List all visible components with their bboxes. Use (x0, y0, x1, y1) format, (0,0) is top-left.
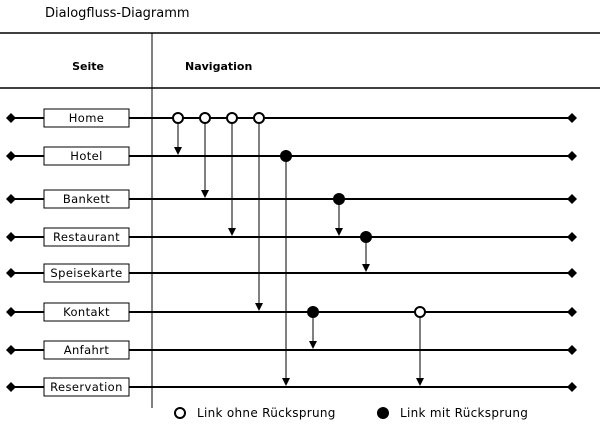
row-start-diamond-icon (6, 345, 16, 355)
row-end-diamond-icon (567, 307, 577, 317)
link-home-to-kontakt-open-circle-icon (253, 112, 265, 124)
page-rows: HomeHotelBankettRestaurantSpeisekarteKon… (6, 108, 577, 397)
link-home-to-bankett-open-circle-icon (199, 112, 211, 124)
row-end-diamond-icon (567, 345, 577, 355)
row-end-diamond-icon (567, 151, 577, 161)
page-box-bankett (43, 189, 130, 209)
row-start-diamond-icon (6, 194, 16, 204)
page-label-kontakt: Kontakt (63, 305, 110, 319)
row-start-diamond-icon (6, 113, 16, 123)
page-box-kontakt (43, 302, 130, 322)
header-page: Seite (72, 60, 104, 73)
page-label-home: Home (69, 111, 105, 125)
row-start-diamond-icon (6, 151, 16, 161)
page-box-reservation (43, 377, 130, 397)
page-label-hotel: Hotel (70, 149, 102, 163)
link-kontakt-to-anfahrt-filled-circle-icon (307, 306, 319, 318)
diagram-title: Dialogfluss-Diagramm (45, 6, 190, 21)
row-end-diamond-icon (567, 194, 577, 204)
row-start-diamond-icon (6, 307, 16, 317)
page-box-home (43, 108, 130, 128)
page-box-restaurant (43, 227, 130, 247)
row-end-diamond-icon (567, 232, 577, 242)
row-end-diamond-icon (567, 113, 577, 123)
page-label-bankett: Bankett (63, 192, 110, 206)
row-start-diamond-icon (6, 232, 16, 242)
link-home-to-restaurant-open-circle-icon (226, 112, 238, 124)
row-start-diamond-icon (6, 382, 16, 392)
row-start-diamond-icon (6, 268, 16, 278)
page-box-anfahrt (43, 340, 130, 360)
legend: Link ohne Rücksprung Link mit Rücksprung (174, 406, 528, 420)
link-bankett-to-restaurant-filled-circle-icon (333, 193, 345, 205)
link-restaurant-to-speisekarte-filled-circle-icon (360, 231, 372, 243)
page-label-anfahrt: Anfahrt (64, 343, 110, 357)
page-box-hotel (43, 146, 130, 166)
legend-filled-circle-icon (377, 407, 389, 419)
page-box-speisekarte (43, 263, 130, 283)
legend-label-without-return: Link ohne Rücksprung (197, 406, 336, 420)
legend-open-circle-icon (174, 407, 186, 419)
row-end-diamond-icon (567, 268, 577, 278)
legend-label-with-return: Link mit Rücksprung (400, 406, 528, 420)
navigation-links (172, 112, 426, 386)
page-label-speisekarte: Speisekarte (50, 266, 122, 280)
page-label-reservation: Reservation (50, 380, 123, 394)
row-end-diamond-icon (567, 382, 577, 392)
link-home-to-hotel-open-circle-icon (172, 112, 184, 124)
header-navigation: Navigation (185, 60, 252, 73)
page-label-restaurant: Restaurant (53, 230, 120, 244)
link-kontakt-to-reservation-open-circle-icon (414, 306, 426, 318)
link-hotel-to-reservation-filled-circle-icon (280, 150, 292, 162)
